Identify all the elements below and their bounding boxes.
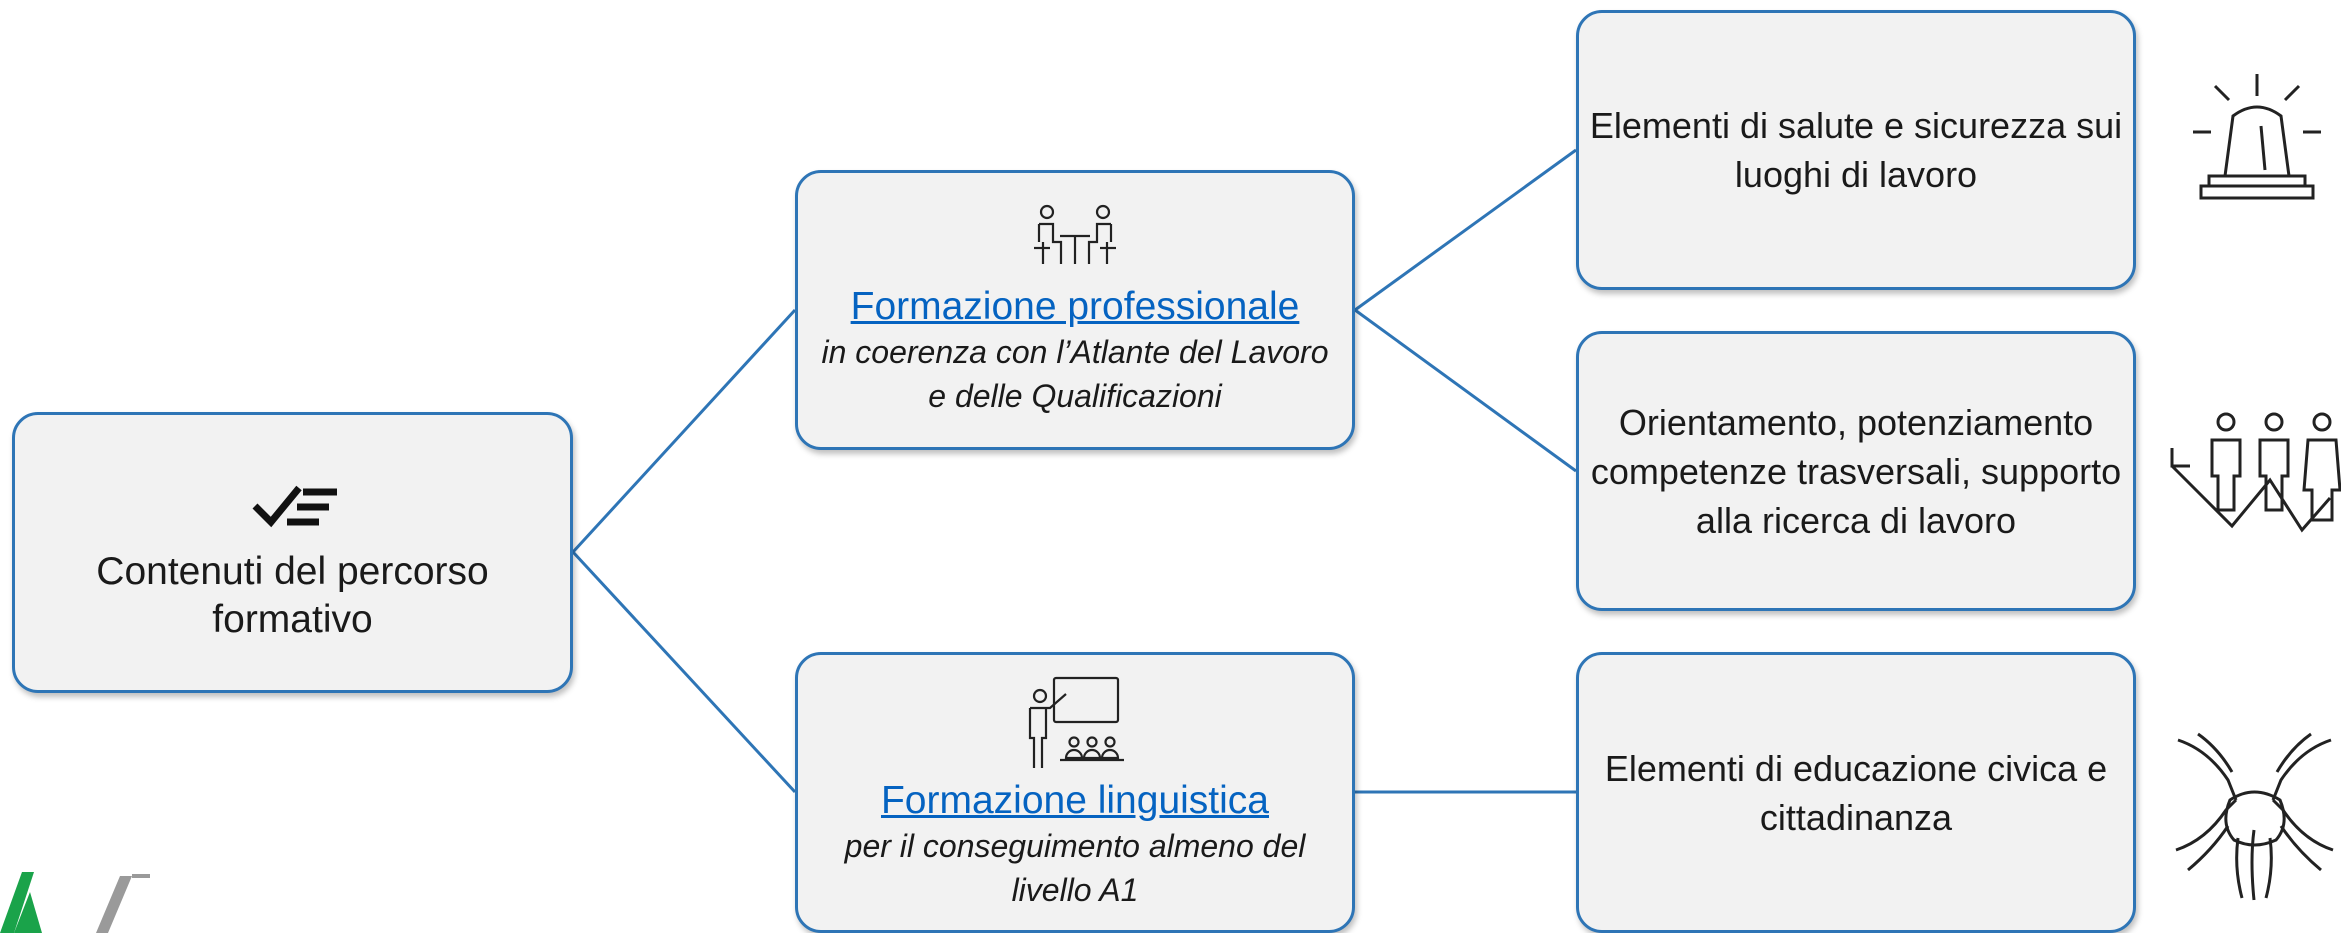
connector-root-to-linguistica	[571, 550, 797, 794]
connector-professionale-to-salute	[1354, 148, 1577, 312]
branch-title[interactable]: Formazione linguistica	[880, 778, 1269, 822]
leaf-salute-sicurezza: Elementi di salute e sicurezza sui luogh…	[1576, 10, 2136, 290]
root-node: Contenuti del percorso formativo	[12, 412, 573, 693]
leaf-educazione-civica: Elementi di educazione civica e cittadin…	[1576, 652, 2136, 933]
branch-subtitle: in coerenza con l’Atlante del Lavoro e d…	[821, 334, 1329, 414]
connector-root-to-professionale	[571, 308, 797, 554]
branch-formazione-linguistica: Formazione linguistica per il conseguime…	[795, 652, 1355, 933]
joined-hands-icon	[2175, 732, 2334, 901]
siren-icon	[2193, 74, 2321, 200]
branch-subtitle: per il conseguimento almeno del livello …	[844, 827, 1306, 908]
meeting-icon	[1034, 204, 1116, 264]
root-label: Contenuti del percorso formativo	[96, 549, 489, 641]
leaf-label: Orientamento, potenziamento competenze t…	[1590, 401, 2122, 541]
leaf-orientamento: Orientamento, potenziamento competenze t…	[1576, 331, 2136, 611]
leaf-label: Elementi di salute e sicurezza sui luogh…	[1589, 105, 2123, 195]
branch-formazione-professionale: Formazione professionale in coerenza con…	[795, 170, 1355, 450]
checklist-icon	[252, 485, 337, 527]
teacher-class-icon	[1028, 676, 1124, 768]
branch-title[interactable]: Formazione professionale	[850, 285, 1300, 328]
leaf-label: Elementi di educazione civica e cittadin…	[1604, 747, 2108, 838]
connector-professionale-to-orientamento	[1354, 308, 1577, 473]
logo	[0, 872, 150, 933]
team-growth-icon	[2170, 412, 2341, 533]
